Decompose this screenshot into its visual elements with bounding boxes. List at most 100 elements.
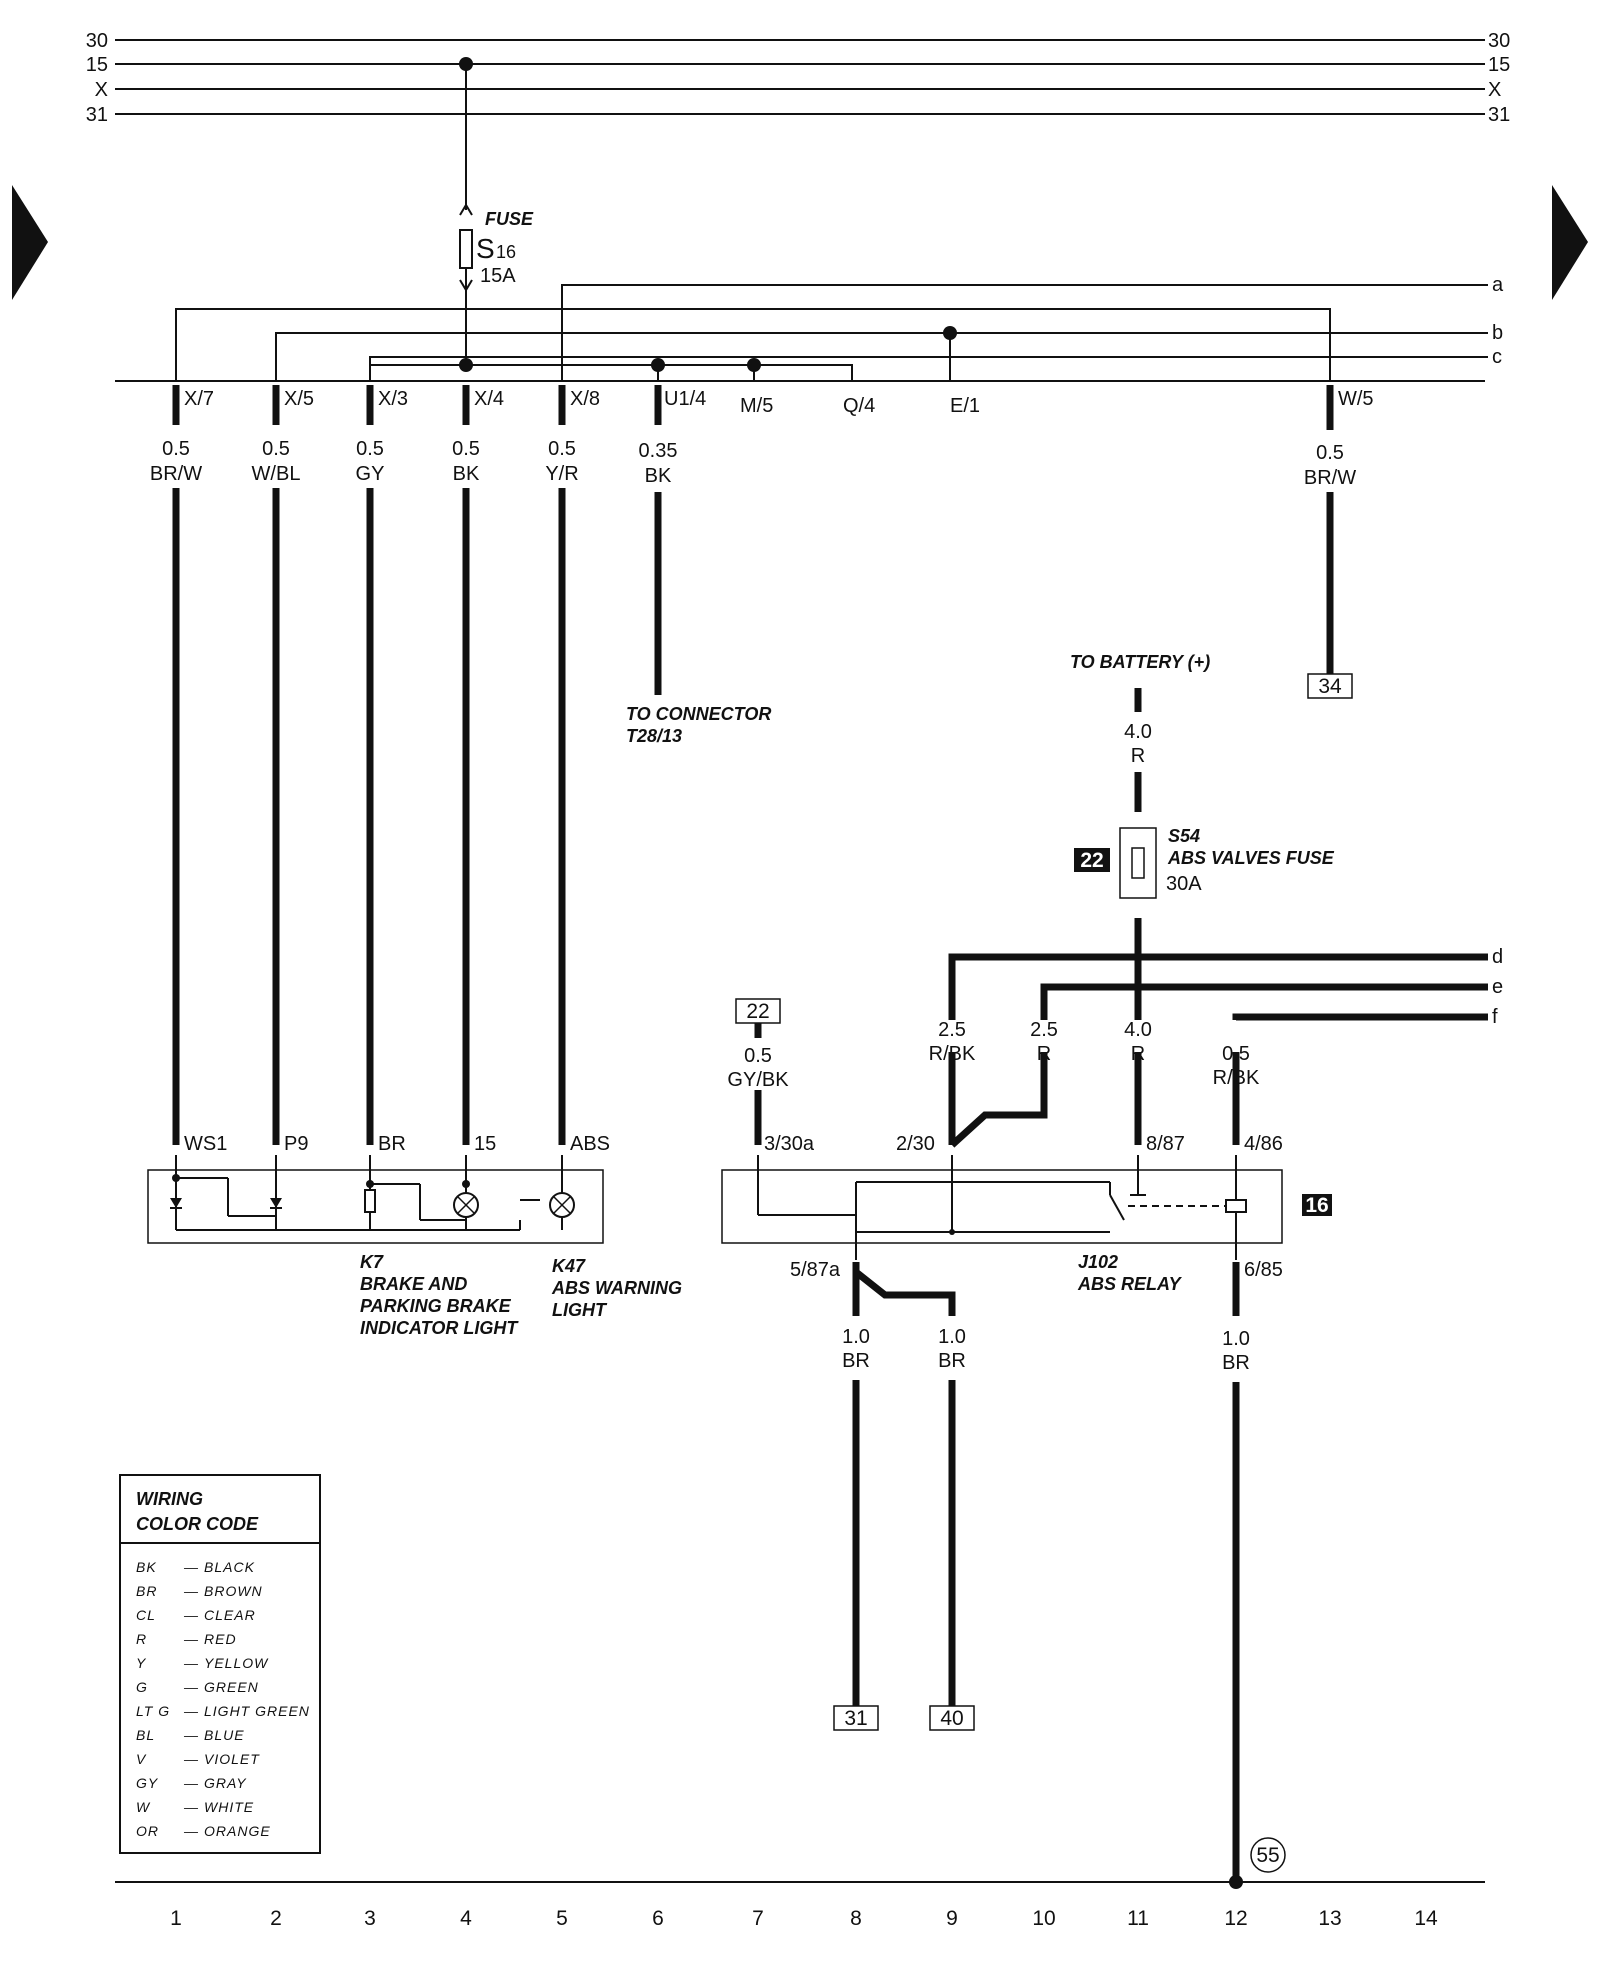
fuse-s54-id-badge <box>1074 848 1110 872</box>
ref-d: d <box>1492 946 1503 968</box>
fuse-s16-sub: 16 <box>496 242 516 262</box>
legend-code: G <box>136 1679 148 1695</box>
battery-wire-size: 4.0 <box>1124 721 1152 743</box>
svg-text:—: — <box>183 1823 199 1839</box>
relay-coil-icon <box>1225 1199 1247 1213</box>
k7-label: INDICATOR LIGHT <box>360 1318 519 1338</box>
diode-icon <box>170 1198 182 1208</box>
wire-color: GY/BK <box>727 1069 789 1091</box>
next-page-arrow[interactable] <box>1552 185 1588 300</box>
wire-size: 1.0 <box>938 1326 966 1348</box>
column-number: 12 <box>1224 1907 1247 1930</box>
wiring-color-legend <box>119 1474 321 1854</box>
to-connector-id: T28/13 <box>626 726 682 746</box>
bus-label-31-right: 31 <box>1488 104 1510 126</box>
k47-pin-abs: ABS <box>570 1133 610 1155</box>
bus-lines <box>115 39 1485 115</box>
battery-wire-color: R <box>1131 745 1145 767</box>
wire-color: BK <box>453 463 480 485</box>
pin-x5: X/5 <box>284 388 314 410</box>
wire-size: 2.5 <box>938 1019 966 1041</box>
bus-label-15-right: 15 <box>1488 54 1510 76</box>
wire-color: GY <box>356 463 385 485</box>
column-number: 7 <box>752 1907 764 1930</box>
column-number: 3 <box>364 1907 376 1930</box>
legend-code: W <box>136 1799 151 1815</box>
legend-name: YELLOW <box>204 1655 269 1671</box>
fuse-s54-id: 22 <box>1080 849 1103 872</box>
to-connector-label: TO CONNECTOR <box>626 704 771 724</box>
ref-box-22-label: 22 <box>746 1000 769 1023</box>
pin-x4: X/4 <box>474 388 504 410</box>
legend-code: CL <box>136 1607 156 1623</box>
legend-name: ORANGE <box>204 1823 271 1839</box>
wire-size: 1.0 <box>1222 1328 1250 1350</box>
bus-label-31: 31 <box>86 104 108 126</box>
relay-pin-8-87: 8/87 <box>1146 1133 1185 1155</box>
wire-size: 0.35 <box>639 440 678 462</box>
pin-x3: X/3 <box>378 388 408 410</box>
wire-color: BR <box>842 1350 870 1372</box>
legend-name: VIOLET <box>204 1751 260 1767</box>
wire-color: R/BK <box>929 1043 976 1065</box>
svg-text:—: — <box>183 1727 199 1743</box>
relay-pin-3-30a: 3/30a <box>764 1133 815 1155</box>
lamp-icon <box>453 1192 479 1218</box>
ref-box-40[interactable] <box>929 1705 975 1731</box>
bus-label-15: 15 <box>86 54 108 76</box>
bus-label-30-right: 30 <box>1488 30 1510 52</box>
k47-label: K47 <box>552 1256 586 1276</box>
bus-label-x: X <box>95 79 108 101</box>
svg-text:—: — <box>183 1679 199 1695</box>
ref-c: c <box>1492 346 1502 368</box>
column-number: 5 <box>556 1907 568 1930</box>
ref-box-31[interactable] <box>833 1705 879 1731</box>
ground-point-55 <box>1250 1837 1286 1873</box>
bus-label-30: 30 <box>86 30 108 52</box>
ref-box-34[interactable] <box>1307 673 1353 699</box>
legend-code: BR <box>136 1583 157 1599</box>
legend-name: BLUE <box>204 1727 245 1743</box>
ref-box-22[interactable] <box>735 998 781 1024</box>
relay-id-badge <box>1302 1194 1332 1216</box>
pin-m5: M/5 <box>740 395 773 417</box>
pin-q4: Q/4 <box>843 395 875 417</box>
svg-text:—: — <box>183 1607 199 1623</box>
column-number: 8 <box>850 1907 862 1930</box>
wire-color: R/BK <box>1213 1067 1260 1089</box>
legend-name: GREEN <box>204 1679 259 1695</box>
k47-label: ABS WARNING <box>551 1278 682 1298</box>
ref-f: f <box>1492 1006 1498 1028</box>
legend-code: BL <box>136 1727 155 1743</box>
routing-lines <box>175 284 1488 381</box>
wire-color: BR/W <box>150 463 202 485</box>
k7-label: K7 <box>360 1252 384 1272</box>
svg-text:—: — <box>183 1583 199 1599</box>
ref-b: b <box>1492 322 1503 344</box>
relay-pin-4-86: 4/86 <box>1244 1133 1283 1155</box>
pin-u14: U1/4 <box>664 388 706 410</box>
fuse-s16-title: FUSE <box>485 209 534 229</box>
legend-code: V <box>136 1751 147 1767</box>
wire-color: BK <box>645 465 672 487</box>
legend-name: RED <box>204 1631 237 1647</box>
legend-title: WIRING <box>136 1489 203 1509</box>
wire-size: 0.5 <box>744 1045 772 1067</box>
relay-pin-5-87a: 5/87a <box>790 1259 841 1281</box>
ref-box-34-label: 34 <box>1318 675 1342 698</box>
fuse-s16-rating: 15A <box>480 265 516 287</box>
wire-color: R <box>1037 1043 1051 1065</box>
legend-code: R <box>136 1631 147 1647</box>
k7-pin-ws1: WS1 <box>184 1133 227 1155</box>
ref-e: e <box>1492 976 1503 998</box>
svg-text:—: — <box>183 1559 199 1575</box>
legend-code: Y <box>136 1655 147 1671</box>
column-number: 1 <box>170 1907 182 1930</box>
svg-text:—: — <box>183 1655 199 1671</box>
k7-k47-component-box <box>147 1169 604 1244</box>
fuse-s16-symbol <box>459 229 473 269</box>
column-number: 4 <box>460 1907 472 1930</box>
fuse-s54-desc: ABS VALVES FUSE <box>1167 848 1335 868</box>
prev-page-arrow[interactable] <box>12 185 48 300</box>
